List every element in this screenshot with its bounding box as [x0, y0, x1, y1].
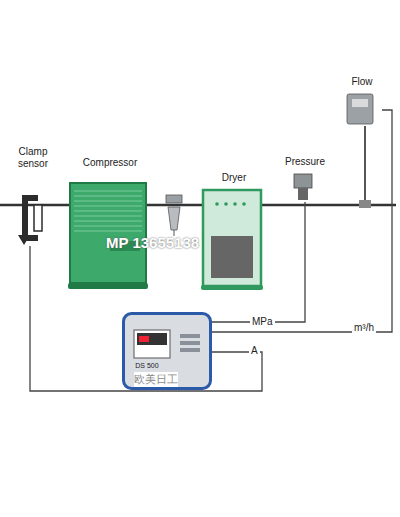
- pressure-sensor-graphic: [280, 174, 330, 202]
- component-label: Pressure: [280, 156, 330, 168]
- compressor-unit: Compressor: [66, 157, 154, 293]
- filter-symbol: [166, 195, 182, 236]
- flow-meter-graphic: [342, 94, 382, 126]
- dryer-unit-graphic: [200, 190, 268, 291]
- air-pipe: [0, 204, 396, 207]
- watermark: MP 13655138: [106, 234, 199, 251]
- wire-label: MPa: [250, 316, 275, 328]
- clamp-sensor: Clamp sensor: [8, 146, 58, 246]
- watermark: 欧美日工: [134, 372, 178, 387]
- component-label: Dryer: [200, 172, 268, 184]
- wire-label: A: [249, 345, 260, 357]
- clamp-sensor-graphic: [8, 195, 58, 245]
- flow-probe-fitting: [359, 200, 371, 208]
- dryer-unit: Dryer: [200, 172, 268, 293]
- pressure-sensor: Pressure: [280, 156, 330, 202]
- component-label: Flow: [342, 76, 382, 88]
- flow-meter: Flow: [342, 76, 382, 128]
- component-label: Compressor: [66, 157, 154, 169]
- component-label: Clamp sensor: [8, 146, 58, 170]
- flow-probe-stem: [364, 126, 366, 204]
- model-label: DS 500: [122, 312, 212, 370]
- wire-label: m³/h: [352, 322, 376, 334]
